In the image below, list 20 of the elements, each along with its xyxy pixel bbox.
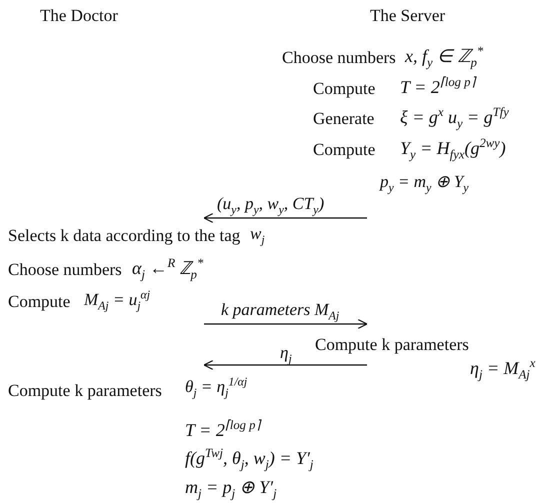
column-heading: The Server: [370, 6, 446, 26]
step-text: Compute k parameters: [315, 335, 469, 355]
step-text: Choose numbers: [282, 48, 396, 68]
step-text: Generate: [313, 109, 374, 129]
arrow: [204, 318, 368, 330]
formula: p$_{y}$ = m$_{y}$ ⊕ Y$_{y}$: [380, 172, 469, 192]
step-text: Compute k parameters: [8, 381, 162, 401]
step-text: Compute: [313, 140, 376, 160]
edge-label: (u$_{y}$, p$_{y}$, w$_{y}$, CT$_{y}$): [215, 194, 326, 214]
step-text: Compute: [313, 79, 376, 99]
arrow: [203, 360, 367, 370]
column-heading: The Doctor: [40, 6, 118, 26]
edge-label: k parameters M$_{Aj}$: [219, 300, 342, 320]
formula: T = 2$^{⌈log p⌉}$: [400, 77, 476, 97]
arrow: [203, 212, 367, 224]
step-text: Choose numbers: [8, 260, 122, 280]
formula: T = 2$^{⌈log p⌉}$: [185, 420, 260, 440]
formula: w$_{j}$: [250, 224, 265, 244]
step-text: Compute: [8, 292, 70, 312]
step-text: Selects k data according to the tag: [8, 226, 240, 246]
